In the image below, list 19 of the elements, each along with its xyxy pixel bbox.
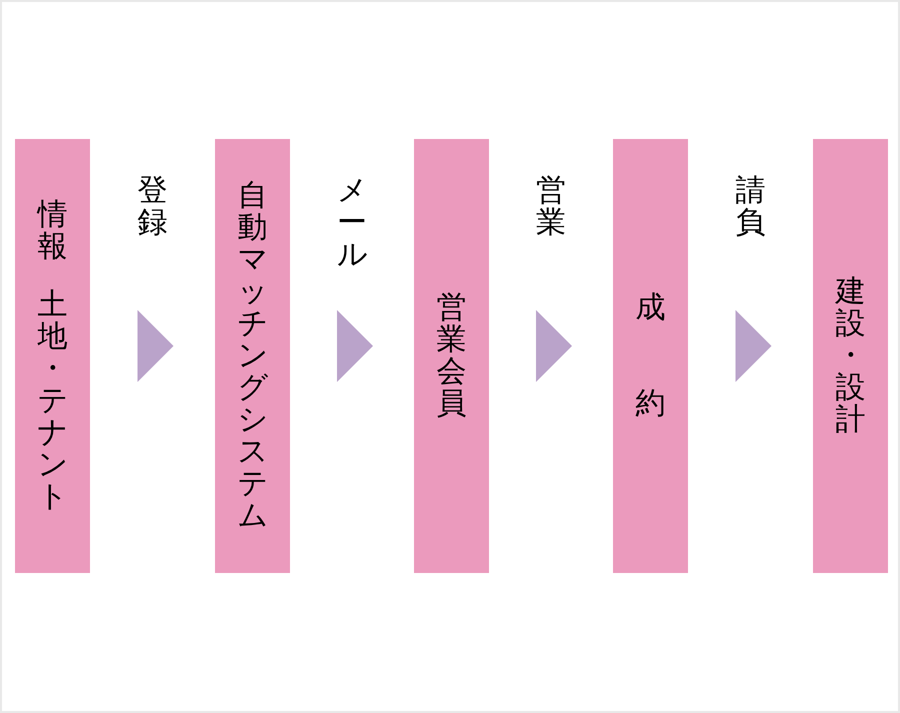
bar-text: 自動マッチングシステム: [238, 180, 268, 532]
edge-label: 登録: [138, 175, 168, 239]
bar-text: 情報: [38, 199, 68, 263]
bar-text: 営業会員: [436, 292, 466, 420]
arrow: [138, 310, 174, 382]
process-bar: [813, 139, 888, 573]
bar-text: 建設・設計: [836, 276, 866, 436]
edge-label: 請負: [736, 175, 766, 239]
process-bar: [15, 139, 90, 573]
process-bar: [613, 139, 688, 573]
arrow: [536, 310, 572, 382]
edge-label: メール: [337, 175, 367, 271]
bar-text: 成約: [636, 292, 666, 420]
arrow: [736, 310, 772, 382]
process-bar: [414, 139, 489, 573]
bar-text: 土地・テナント: [38, 289, 68, 513]
edge-label: 営業: [536, 175, 566, 239]
arrow: [337, 310, 373, 382]
process-bar: [215, 139, 290, 573]
